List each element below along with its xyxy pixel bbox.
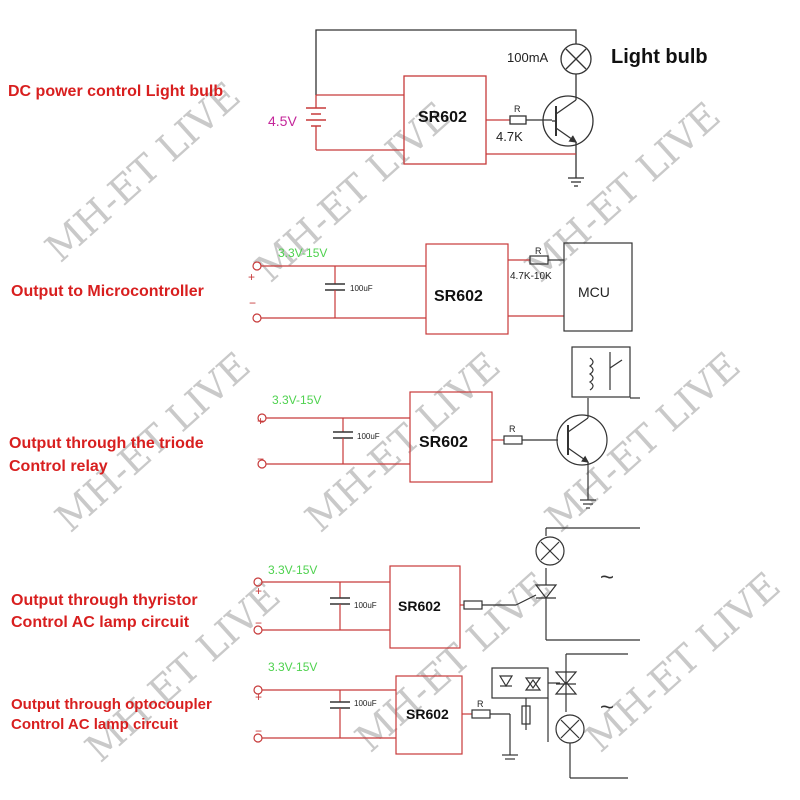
supply-range-2: 3.3V-15V [272,393,322,407]
module-label-4: SR602 [398,598,441,614]
capacitor-value-2: 100uF [357,432,380,441]
plus-sign-1: + [248,270,256,284]
label-thyristor-line1: Output through thyristor [11,592,198,609]
supply-range-1: 3.3V-15V [278,246,328,260]
resistor-symbol-5: R [477,699,484,709]
module-label-3: SR602 [419,434,468,451]
plus-sign-3: + [255,584,263,598]
resistor-value-1: 4.7K [496,129,523,144]
circuit-relay [257,346,640,509]
lamp-current: 100mA [507,50,549,65]
resistor-symbol-2: R [535,246,542,256]
lamp-name: Light bulb [611,46,708,68]
resistor-value-2: 4.7K-10K [510,271,552,282]
label-thyristor-line2: Control AC lamp circuit [11,614,190,631]
capacitor-value-4: 100uF [354,699,377,708]
label-triode-line1: Output through the triode [9,435,204,452]
label-triode-line2: Control relay [9,458,108,475]
circuit-optocoupler [253,653,628,779]
minus-sign-3: − [255,616,263,630]
label-dc-power: DC power control Light bulb [8,83,224,100]
label-opto-line1: Output through optocoupler [11,696,212,713]
module-label-1: SR602 [418,109,467,126]
supply-range-3: 3.3V-15V [268,563,318,577]
ac-symbol-1: ~ [600,564,615,591]
circuit-thyristor [253,527,640,649]
resistor-symbol-1: R [514,104,521,114]
module-label-5: SR602 [406,706,449,722]
label-microcontroller: Output to Microcontroller [11,283,204,300]
minus-sign-1: − [249,296,257,310]
module-label-2: SR602 [434,288,483,305]
plus-sign-2: + [257,414,265,428]
circuit-dc-lamp [306,29,594,187]
capacitor-value-1: 100uF [350,284,373,293]
minus-sign-2: − [257,452,265,466]
supply-range-4: 3.3V-15V [268,660,318,674]
battery-voltage: 4.5V [268,113,297,129]
ac-symbol-2: ~ [600,694,615,721]
label-opto-line2: Control AC lamp circuit [11,716,178,733]
minus-sign-4: − [255,724,263,738]
capacitor-value-3: 100uF [354,601,377,610]
resistor-symbol-3: R [509,424,516,434]
mcu-label: MCU [578,284,610,300]
plus-sign-4: + [255,690,263,704]
circuit-mcu [252,242,633,335]
